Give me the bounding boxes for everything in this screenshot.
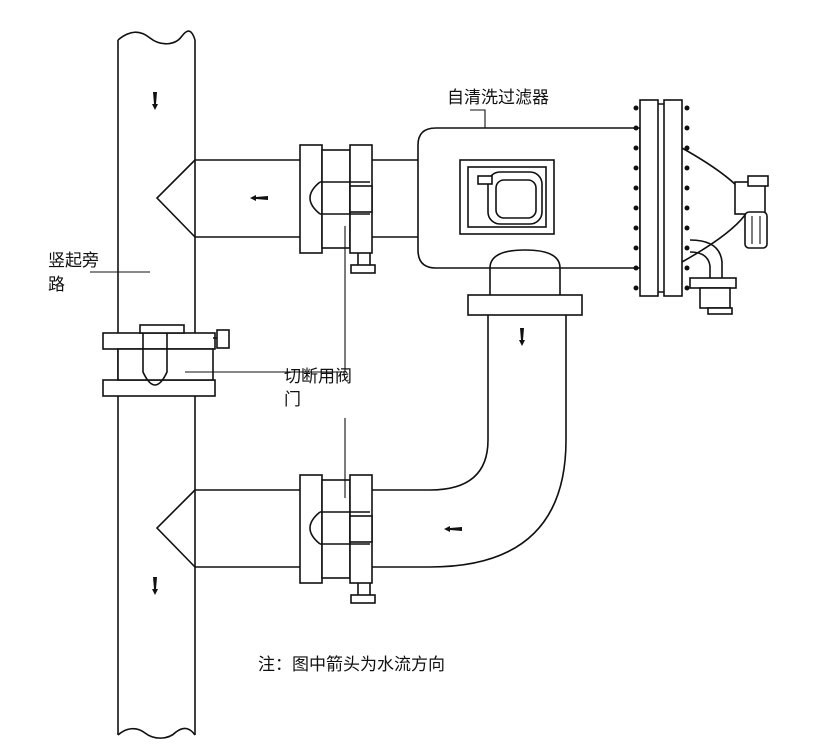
flow-arrow-outlet-down: [519, 328, 525, 346]
self-cleaning-filter: [417, 99, 769, 316]
valve-label-line2: 门: [284, 390, 301, 410]
leader-lines: [90, 109, 486, 498]
flange-bolts: [633, 105, 690, 291]
valve-label-line1: 切断用阀: [284, 367, 352, 387]
flow-arrow-lower-return: [444, 526, 462, 532]
flow-arrow-upper-branch: [250, 195, 268, 201]
flow-direction-note: 注：图中箭头为水流方向: [258, 655, 445, 675]
upper-branch-pipe: [155, 144, 418, 274]
filter-label: 自清洗过滤器: [447, 88, 549, 108]
bypass-label-line2: 路: [48, 275, 65, 295]
bypass-valve-flange: [102, 324, 230, 397]
flow-arrow-riser-top: [152, 92, 158, 110]
bypass-label-line1: 竖起旁: [48, 251, 99, 271]
lower-branch-pipe: [155, 474, 376, 604]
flow-arrow-riser-bottom: [152, 577, 158, 595]
outlet-bend-pipe: [372, 315, 567, 568]
